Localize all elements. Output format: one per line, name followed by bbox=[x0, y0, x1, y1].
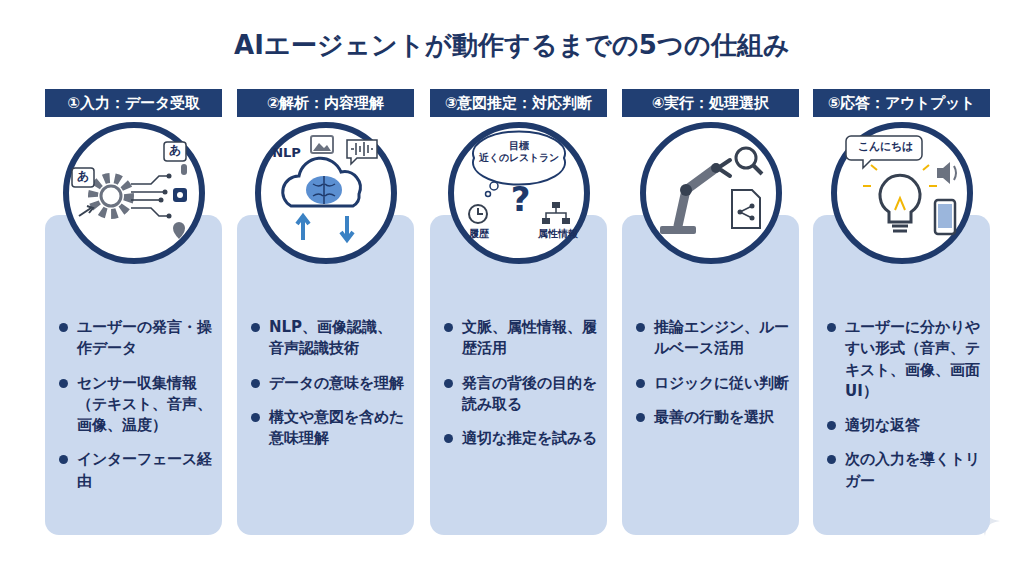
icon-text: 目標 近くのレストラン bbox=[477, 140, 561, 163]
bullet-text: 推論エンジン、ルールベース活用 bbox=[654, 317, 789, 360]
step-header: ②解析：内容理解 bbox=[237, 89, 414, 117]
bullet-dot bbox=[251, 413, 260, 422]
bullet-dot bbox=[444, 434, 453, 443]
step-title: ②解析：内容理解 bbox=[267, 94, 385, 113]
bullet-text: 最善の行動を選択 bbox=[654, 407, 774, 428]
bullet-dot bbox=[59, 455, 68, 464]
bullet-dot bbox=[827, 323, 836, 332]
step-title: ⑤応答：アウトプット bbox=[828, 94, 976, 113]
bullet-item: 適切な推定を試みる bbox=[444, 428, 597, 449]
step-header: ④実行：処理選択 bbox=[622, 89, 799, 117]
step-header: ③意図推定：対応判断 bbox=[430, 89, 607, 117]
bullet-dot bbox=[636, 323, 645, 332]
bullet-text: インターフェース経由 bbox=[77, 449, 212, 492]
bullet-text: ユーザーに分かりやすい形式（音声、テキスト、画像、画面UI） bbox=[845, 317, 980, 402]
bullet-item: 発言の背後の目的を読み取る bbox=[444, 373, 597, 416]
bullet-item: データの意味を理解 bbox=[251, 373, 404, 394]
icon-circle: こんにちは bbox=[831, 122, 973, 264]
bullet-item: ユーザーの発言・操作データ bbox=[59, 317, 212, 360]
step-title: ①入力：データ受取 bbox=[67, 94, 200, 113]
icon-circle: NLP bbox=[255, 122, 397, 264]
bullet-text: データの意味を理解 bbox=[269, 373, 404, 394]
bullet-text: 発言の背後の目的を読み取る bbox=[462, 373, 597, 416]
icon-text: 履歴 bbox=[466, 228, 492, 240]
step-header: ①入力：データ受取 bbox=[45, 89, 222, 117]
step-title: ④実行：処理選択 bbox=[652, 94, 770, 113]
bullet-text: NLP、画像認識、音声認識技術 bbox=[269, 317, 404, 360]
step-title: ③意図推定：対応判断 bbox=[445, 94, 593, 113]
icon-text: NLP bbox=[267, 146, 307, 161]
icon-text: あ bbox=[77, 170, 89, 184]
bullet-item: 推論エンジン、ルールベース活用 bbox=[636, 317, 789, 360]
diagram-title: AIエージェントが動作するまでの5つの仕組み bbox=[0, 28, 1024, 63]
bullet-text: 次の入力を導くトリガー bbox=[845, 449, 980, 492]
bullet-item: 文脈、属性情報、履歴活用 bbox=[444, 317, 597, 360]
bullet-text: 構文や意図を含めた意味理解 bbox=[269, 407, 404, 450]
bullet-text: ロジックに従い判断 bbox=[654, 373, 789, 394]
bullet-text: センサー収集情報（テキスト、音声、画像、温度） bbox=[77, 373, 212, 437]
bullet-dot bbox=[636, 413, 645, 422]
icon-circle bbox=[640, 122, 782, 264]
bullet-dot bbox=[251, 379, 260, 388]
step-header: ⑤応答：アウトプット bbox=[813, 89, 990, 117]
bullet-item: 構文や意図を含めた意味理解 bbox=[251, 407, 404, 450]
icon-text: ? bbox=[509, 180, 533, 219]
bullet-dot bbox=[251, 323, 260, 332]
bullet-item: 適切な返答 bbox=[827, 415, 980, 436]
bullet-dot bbox=[827, 421, 836, 430]
bullet-dot bbox=[59, 323, 68, 332]
bullet-item: NLP、画像認識、音声認識技術 bbox=[251, 317, 404, 360]
bullet-item: 次の入力を導くトリガー bbox=[827, 449, 980, 492]
icon-text: こんにちは bbox=[855, 141, 917, 154]
icon-text: 属性情報 bbox=[536, 228, 580, 240]
bullet-item: インターフェース経由 bbox=[59, 449, 212, 492]
bullet-text: 適切な推定を試みる bbox=[462, 428, 597, 449]
bullet-dot bbox=[636, 379, 645, 388]
bullet-item: 最善の行動を選択 bbox=[636, 407, 789, 428]
bullet-item: センサー収集情報（テキスト、音声、画像、温度） bbox=[59, 373, 212, 437]
icon-circle: ああ bbox=[63, 122, 205, 264]
bullet-text: 適切な返答 bbox=[845, 415, 920, 436]
icon-circle: 目標 近くのレストラン? 履歴 属性情報 bbox=[448, 122, 590, 264]
bullet-dot bbox=[59, 379, 68, 388]
bullet-text: ユーザーの発言・操作データ bbox=[77, 317, 212, 360]
bullet-item: ユーザーに分かりやすい形式（音声、テキスト、画像、画面UI） bbox=[827, 317, 980, 402]
bullet-dot bbox=[827, 455, 836, 464]
icon-text: あ bbox=[169, 144, 181, 158]
bullet-dot bbox=[444, 323, 453, 332]
bullet-dot bbox=[444, 379, 453, 388]
icon-illustration bbox=[646, 128, 776, 258]
bullet-text: 文脈、属性情報、履歴活用 bbox=[462, 317, 597, 360]
bullet-item: ロジックに従い判断 bbox=[636, 373, 789, 394]
